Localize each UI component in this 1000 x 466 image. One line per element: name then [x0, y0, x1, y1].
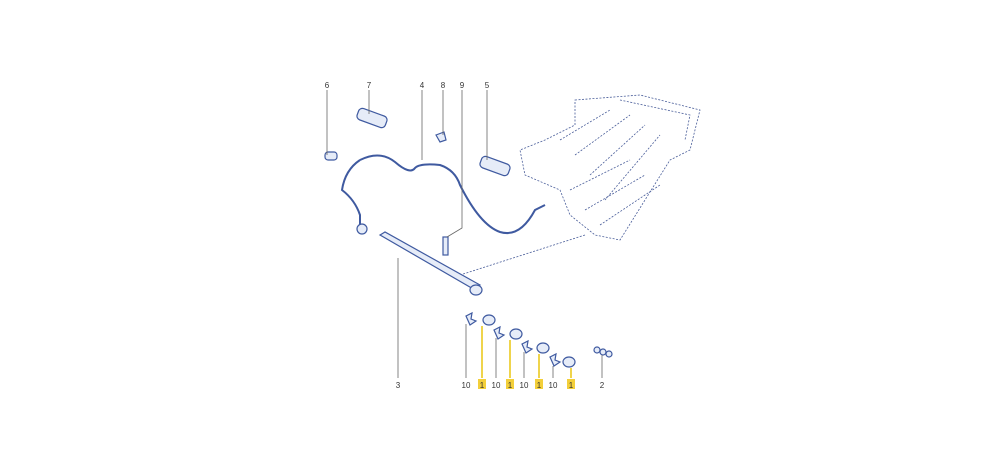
callout-9: 9 [460, 81, 465, 90]
sensor-7 [356, 107, 388, 129]
harness-coil [356, 223, 368, 235]
o-rings-2 [593, 346, 613, 358]
callout-6: 6 [325, 81, 330, 90]
callout-1: 1 [537, 381, 542, 390]
callout-10: 10 [462, 381, 471, 390]
callout-7: 7 [367, 81, 372, 90]
callout-1: 1 [569, 381, 574, 390]
callout-3: 3 [396, 381, 401, 390]
callout-10: 10 [492, 381, 501, 390]
injectors [465, 311, 576, 368]
clip-6 [324, 151, 338, 161]
sensor-5 [479, 155, 511, 177]
fuel-rail [378, 231, 481, 291]
callout-10: 10 [520, 381, 529, 390]
clip-8 [435, 131, 447, 143]
callout-4: 4 [420, 81, 425, 90]
callout-1: 1 [480, 381, 485, 390]
intake-manifold-outline [459, 94, 701, 276]
rail-end-cap [469, 284, 483, 296]
bolt-9 [442, 236, 449, 256]
callout-10: 10 [549, 381, 558, 390]
wiring-harness [359, 154, 546, 234]
callout-8: 8 [441, 81, 446, 90]
callout-1: 1 [508, 381, 513, 390]
callout-2: 2 [600, 381, 605, 390]
callout-5: 5 [485, 81, 490, 90]
